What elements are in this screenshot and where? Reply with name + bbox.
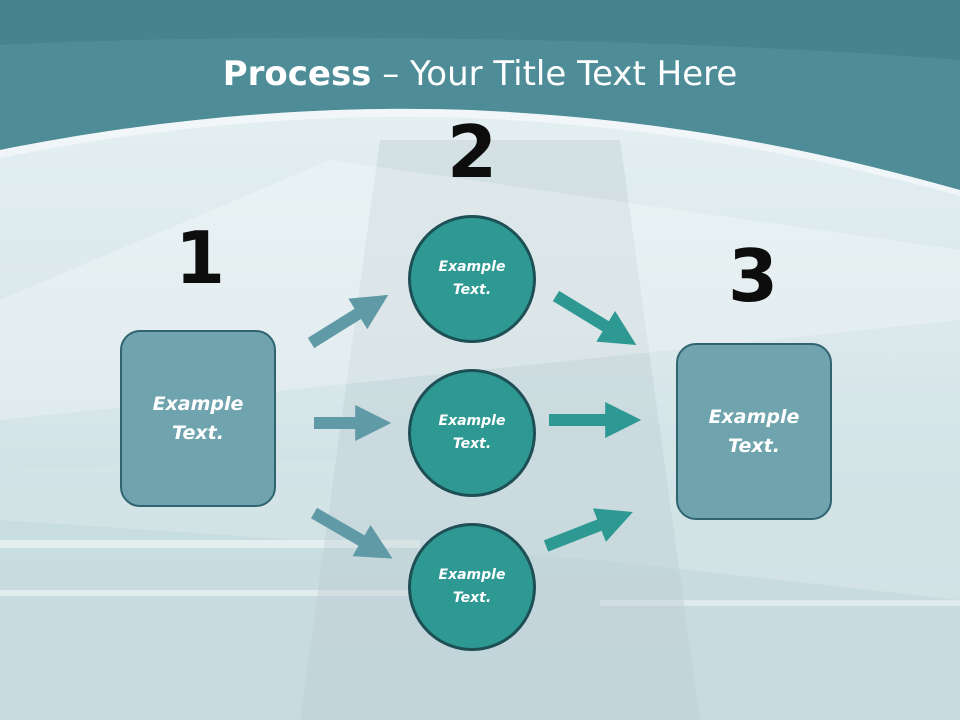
arrow-left-to-top	[307, 294, 389, 349]
arrow-left-to-bottom	[310, 507, 393, 559]
title-rest: – Your Title Text Here	[371, 54, 738, 94]
title-bold: Process	[222, 54, 372, 94]
step-number-2: 2	[446, 110, 498, 194]
arrow-top-to-right	[552, 290, 637, 345]
circle-middle: Example Text.	[408, 369, 536, 497]
arrow-bottom-to-right	[543, 508, 633, 552]
left-step-box: Example Text.	[120, 330, 276, 507]
step-number-3: 3	[727, 234, 779, 318]
circle-top: Example Text.	[408, 215, 536, 343]
right-step-box: Example Text.	[676, 343, 832, 520]
step-number-1: 1	[174, 216, 226, 300]
left-step-text: Example Text.	[152, 392, 244, 444]
circle-bottom: Example Text.	[408, 523, 536, 651]
right-step-text: Example Text.	[708, 405, 800, 457]
circle-top-text: Example Text.	[438, 259, 506, 298]
circle-middle-text: Example Text.	[438, 413, 506, 452]
slide-title: Process – Your Title Text Here	[0, 52, 960, 96]
circle-bottom-text: Example Text.	[438, 567, 506, 606]
